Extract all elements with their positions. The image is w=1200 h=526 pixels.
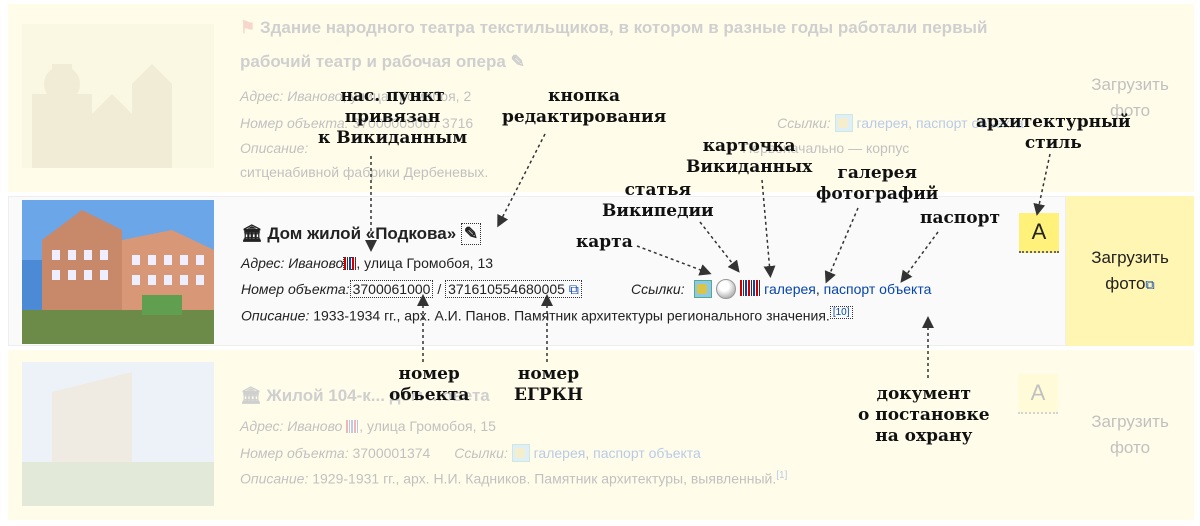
monument-title: 🏛 Жилой 104-к... дом ...овета (240, 386, 490, 405)
annotation-text: стиль (1024, 133, 1082, 153)
passport-link[interactable]: паспорт объекта (593, 445, 701, 461)
annotation-text: карта (576, 232, 633, 252)
address-line: Адрес: Иваново, улица Громобоя, 2 (240, 88, 472, 104)
monument-icon: 🏛 (241, 224, 263, 243)
monument-row-3: 🏛 Жилой 104-к... дом ...овета Адрес: Ива… (8, 350, 1194, 520)
annotation-text: галерея (837, 163, 917, 183)
number-line: Номер объекта:3700061000 / 3716105546800… (241, 280, 582, 298)
annotation-text: ЕГРКН (514, 385, 584, 405)
arrow-wikidata (761, 179, 776, 278)
annotation-text: к Викиданным (318, 128, 468, 148)
arrow-map (636, 245, 712, 276)
wikipedia-icon[interactable] (716, 279, 737, 299)
monument-row-2: 🏛 Дом жилой «Подкова» ✎ Адрес: Иваново, … (8, 196, 1194, 346)
building-photo[interactable] (22, 200, 214, 344)
annotation-text: кнопка (548, 86, 620, 106)
address-line: Адрес: Иваново , улица Громобоя, 15 (240, 418, 496, 434)
placeholder-photo-icon (22, 24, 214, 168)
map-icon[interactable] (834, 114, 853, 132)
passport-link[interactable]: паспорт объекта (915, 115, 1024, 131)
annotation-text: номер (398, 364, 460, 384)
passport-link[interactable]: паспорт объекта (823, 281, 932, 297)
number-line: Номер объекта: 3700001374 Ссылки: галере… (240, 444, 701, 462)
annotation-text: фотографий (816, 184, 939, 204)
gallery-link[interactable]: галерея (856, 115, 909, 131)
arrow-gallery (824, 207, 859, 284)
gallery-link[interactable]: галерея (533, 445, 586, 461)
edit-pencil-icon[interactable]: ✎ (460, 223, 482, 245)
description-line: Описание: Первоначально — корпус (240, 140, 910, 156)
architectural-style-badge[interactable]: A (1019, 213, 1059, 253)
wikidata-icon[interactable] (740, 280, 761, 296)
annotation-text: о постановке (858, 405, 990, 425)
architectural-style-badge[interactable]: A (1018, 374, 1058, 414)
annotation-text: объекта (389, 385, 470, 405)
external-link-icon: ⧉ (1145, 276, 1155, 292)
annotation-text: архитектурный (976, 112, 1131, 132)
description-line: Описание: 1933-1934 гг., арх. А.И. Панов… (241, 306, 853, 324)
arrow-wikipedia (699, 221, 740, 273)
egrkn-number[interactable]: 371610554680005 ⧉ (445, 280, 582, 298)
monument-row-1: ⚑ Здание народного театра текстильщиков,… (8, 4, 1194, 192)
annotation-text: нас. пункт (340, 86, 445, 106)
number-line: Номер объекта: 3700000506 / 3716 Ссылки:… (240, 114, 1024, 132)
annotation-text: редактирования (502, 107, 667, 127)
description-line: Описание: 1929-1931 гг., арх. Н.И. Кадни… (240, 470, 788, 487)
annotation-text: номер (517, 364, 580, 384)
monument-title: 🏛 Дом жилой «Подкова» ✎ (241, 223, 482, 245)
object-number: 3700061000 (349, 280, 434, 298)
map-icon[interactable] (511, 444, 530, 462)
annotation-passport: паспорт (920, 208, 1000, 229)
annotation-text: Викиданных (686, 157, 813, 177)
gallery-link[interactable]: галерея (764, 281, 816, 297)
wikidata-barcode-icon[interactable] (343, 257, 357, 270)
arrow-style (1033, 153, 1051, 216)
links-line: Ссылки: галерея, паспорт объекта (631, 279, 932, 299)
annotation-text: на охрану (875, 426, 973, 446)
monument-card-2: 🏛 Дом жилой «Подкова» ✎ Адрес: Иваново, … (8, 196, 1066, 346)
annotation-text: документ (876, 384, 972, 404)
annotation-text: статья (624, 180, 692, 200)
address-line: Адрес: Иваново, улица Громобоя, 13 (241, 255, 494, 271)
annotation-text: карточка (702, 136, 796, 156)
protection-doc-ref[interactable]: [10] (829, 306, 853, 319)
pencil-icon[interactable]: ✎ (510, 52, 525, 71)
monument-icon: 🏛 (240, 386, 262, 405)
monument-card-3: 🏛 Жилой 104-к... дом ...овета Адрес: Ива… (8, 350, 1066, 520)
monument-title[interactable]: ⚑ Здание народного театра текстильщиков,… (240, 18, 988, 37)
annotation-map: карта (576, 232, 633, 253)
annotation-text: паспорт (920, 208, 1001, 228)
arrow-passport (900, 231, 939, 283)
description-line-2: ситценабивной фабрики Дербеневых. (240, 164, 489, 180)
external-link-icon: ⧉ (568, 281, 579, 297)
monument-card-1: ⚑ Здание народного театра текстильщиков,… (8, 4, 1066, 192)
building-photo[interactable] (22, 362, 214, 506)
monument-title-line2: рабочий театр и рабочая опера ✎ (240, 52, 525, 71)
wikidata-barcode-icon[interactable] (346, 420, 360, 433)
arrow-edit (497, 133, 546, 228)
map-icon[interactable] (694, 280, 713, 298)
annotation-text: Википедии (602, 201, 714, 221)
flag-icon: ⚑ (240, 18, 256, 37)
annotation-text: привязан (344, 107, 441, 127)
